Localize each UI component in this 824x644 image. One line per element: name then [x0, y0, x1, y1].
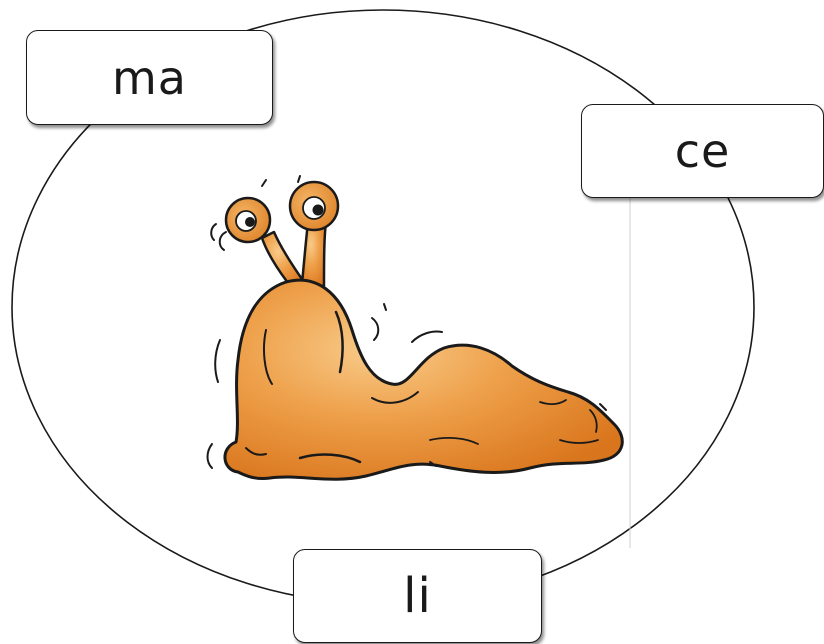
syllable-card-ce[interactable]: ce: [581, 104, 824, 198]
syllable-card-li[interactable]: li: [293, 549, 542, 643]
syllable-label: ce: [674, 124, 731, 178]
syllable-label: li: [403, 568, 432, 624]
syllable-card-ma[interactable]: ma: [26, 30, 273, 125]
syllable-label: ma: [112, 50, 187, 105]
slug-icon: [206, 175, 624, 481]
